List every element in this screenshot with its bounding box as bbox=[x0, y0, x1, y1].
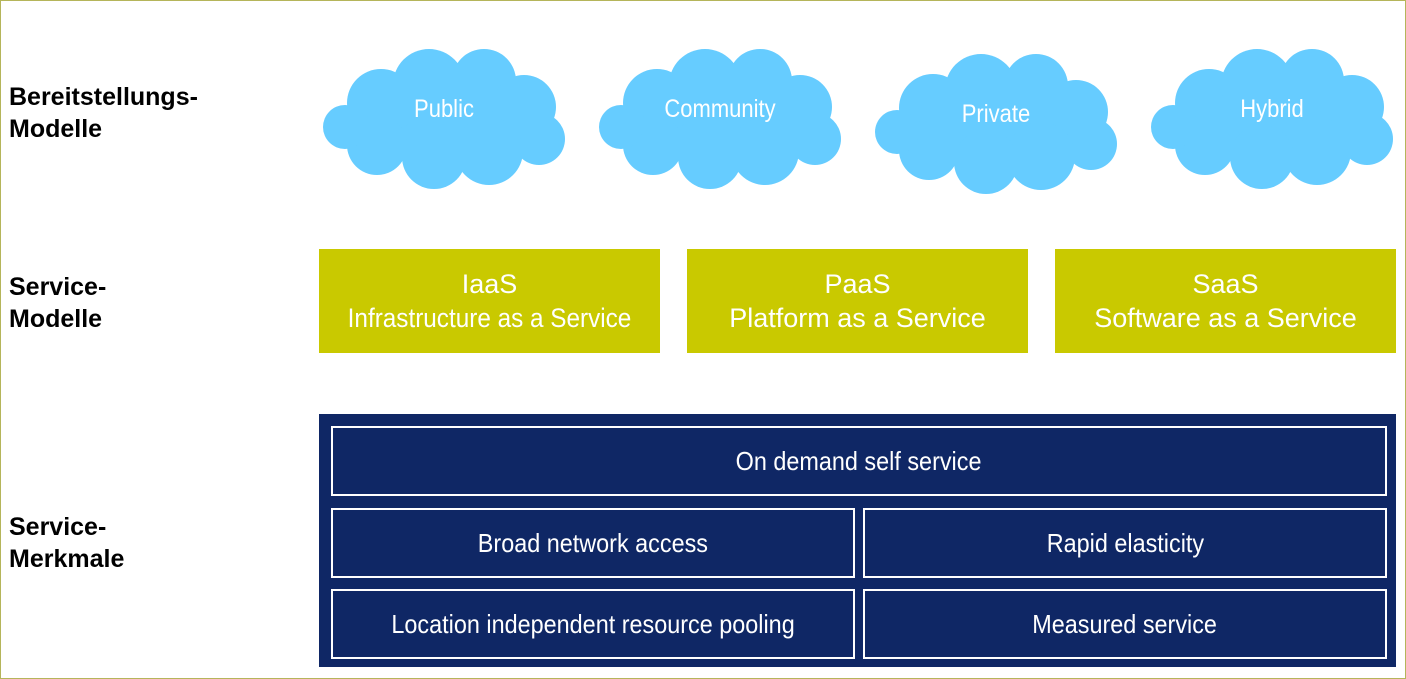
cloud-private: Private bbox=[871, 46, 1121, 196]
service-model-iaas: IaaS Infrastructure as a Service bbox=[319, 249, 660, 353]
service-model-paas: PaaS Platform as a Service bbox=[687, 249, 1028, 353]
cloud-label-public: Public bbox=[414, 95, 474, 123]
cloud-icon bbox=[323, 49, 565, 189]
characteristic-measured-service: Measured service bbox=[863, 589, 1387, 659]
cloud-icon bbox=[599, 49, 841, 189]
saas-full: Software as a Service bbox=[1094, 303, 1357, 333]
measured-service-label: Measured service bbox=[1032, 608, 1218, 639]
cloud-icon bbox=[1151, 49, 1393, 189]
service-models-label-line2: Modelle bbox=[9, 305, 103, 333]
cloud-label-private: Private bbox=[961, 100, 1031, 128]
cloud-community: Community bbox=[595, 41, 845, 191]
service-characteristics-panel: On demand self service Broad network acc… bbox=[319, 414, 1396, 667]
service-models-label: Service- Modelle bbox=[9, 271, 106, 335]
cloud-label-community: Community bbox=[664, 95, 776, 123]
characteristic-broad-network: Broad network access bbox=[331, 508, 855, 578]
service-characteristics-label: Service- Merkmale bbox=[9, 511, 124, 575]
paas-full: Platform as a Service bbox=[729, 303, 986, 333]
service-model-saas: SaaS Software as a Service bbox=[1055, 249, 1396, 353]
deployment-models-label: Bereitstellungs- Modelle bbox=[9, 81, 198, 145]
service-models-label-line1: Service- bbox=[9, 273, 107, 301]
deployment-label-line2: Modelle bbox=[9, 115, 103, 143]
paas-abbr: PaaS bbox=[824, 269, 891, 299]
saas-abbr: SaaS bbox=[1192, 269, 1259, 299]
characteristic-resource-pooling: Location independent resource pooling bbox=[331, 589, 855, 659]
cloud-public: Public bbox=[319, 41, 569, 191]
cloud-label-hybrid: Hybrid bbox=[1240, 95, 1304, 123]
cloud-hybrid: Hybrid bbox=[1147, 41, 1397, 191]
characteristics-label-line1: Service- bbox=[9, 513, 107, 541]
iaas-full: Infrastructure as a Service bbox=[347, 303, 632, 333]
characteristic-on-demand: On demand self service bbox=[331, 426, 1387, 496]
deployment-label-line1: Bereitstellungs- bbox=[9, 83, 198, 111]
iaas-abbr: IaaS bbox=[461, 269, 518, 299]
characteristics-label-line2: Merkmale bbox=[9, 545, 125, 573]
rapid-elasticity-label: Rapid elasticity bbox=[1046, 527, 1204, 558]
cloud-icon bbox=[875, 54, 1117, 194]
broad-network-label: Broad network access bbox=[477, 527, 709, 558]
characteristic-rapid-elasticity: Rapid elasticity bbox=[863, 508, 1387, 578]
on-demand-label: On demand self service bbox=[736, 445, 982, 476]
resource-pooling-label: Location independent resource pooling bbox=[391, 608, 795, 639]
